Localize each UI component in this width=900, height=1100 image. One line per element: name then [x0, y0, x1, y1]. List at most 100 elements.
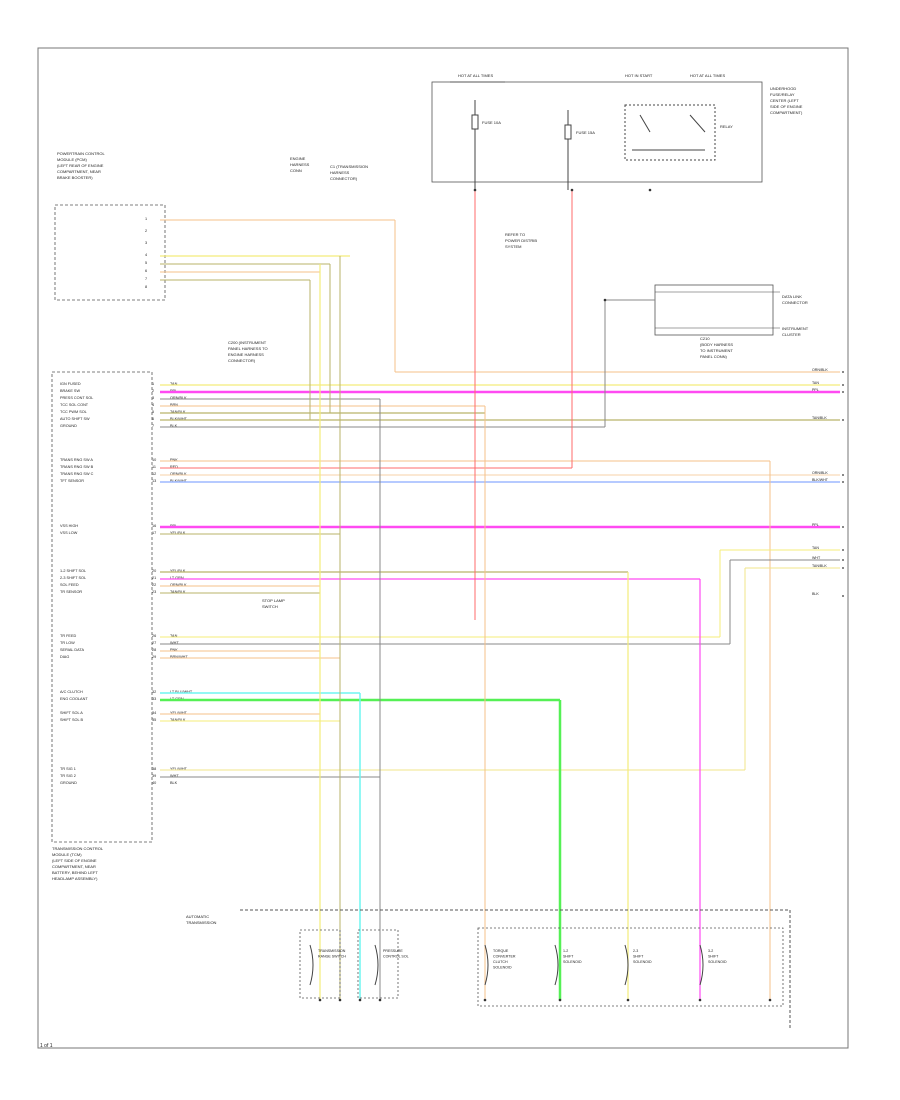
splice-dot	[378, 998, 382, 1002]
tcm-pin-color: ORN/BLK	[170, 583, 187, 587]
conn-0-line-2: CONN	[290, 168, 302, 173]
right-wire-tags: ORN/BLKTANPPLTAN/BLKORN/BLKBLK/WHTPPLTAN…	[812, 368, 844, 597]
tcm-pin-name: DIAG	[60, 655, 69, 659]
trans-title-1: TRANSMISSION	[186, 920, 217, 925]
tcm-title-2: (LEFT SIDE OF ENGINE	[52, 858, 97, 863]
wire-tag-dot	[842, 384, 844, 386]
conn-3-line-3: PANEL CONN)	[700, 354, 728, 359]
component-label: TRANSMISSION	[318, 949, 346, 953]
conn-4-line-0: REFER TO	[505, 232, 525, 237]
tcm-pin-color: TAN/BLK	[170, 590, 186, 594]
wire-tag: TAN	[812, 546, 819, 550]
wire-tag-dot	[842, 526, 844, 528]
component-label: RANGE SWITCH	[318, 955, 346, 959]
conn-5-line-0: DATA LINK	[782, 294, 802, 299]
tcm-title-3: COMPARTMENT, NEAR	[52, 864, 96, 869]
tcm-pin-name: TR FEED	[60, 634, 77, 638]
pcm-title-1: MODULE (PCM)	[57, 157, 87, 162]
tcm-pin-name: TRANS RNG SW B	[60, 465, 94, 469]
tcm-pin-name: TR SIG 2	[60, 774, 76, 778]
tcm-pin-name: 1-2 SHIFT SOL	[60, 569, 86, 573]
conn-5-line-1: CONNECTOR	[782, 300, 808, 305]
tcm-pin-num: 12	[152, 472, 156, 476]
tcm-pin-name: TFT SENSOR	[60, 479, 84, 483]
tcm-pin-color: TAN	[170, 634, 178, 638]
wire-tag-dot	[842, 474, 844, 476]
splice-dot	[648, 188, 652, 192]
conn-3-line-0: C210	[700, 336, 710, 341]
tcm-pin-num: 26	[152, 634, 156, 638]
wire-tag: WHT	[812, 556, 821, 560]
splice-dot	[768, 998, 772, 1002]
wire-tag: ORN/BLK	[812, 471, 828, 475]
tcm-pin-color: BLK/WHT	[170, 479, 188, 483]
tcm-pin-color: YEL/WHT	[170, 767, 188, 771]
conn-2-line-3: CONNECTOR)	[228, 358, 256, 363]
tcm-pin-color: YEL/BLK	[170, 531, 186, 535]
wire-tag-dot	[842, 595, 844, 597]
solenoid-coil-icon	[309, 944, 314, 986]
fuse-label-0: HOT AT ALL TIMES	[458, 73, 493, 78]
wire-tag-dot	[842, 391, 844, 393]
tcm-pin-name: A/C CLUTCH	[60, 690, 83, 694]
tcm-pin-num: 17	[152, 531, 156, 535]
tcm-pin-name: 2-3 SHIFT SOL	[60, 576, 86, 580]
conn-6-line-0: INSTRUMENT	[782, 326, 809, 331]
solenoid-coil-icon	[699, 944, 704, 986]
pcm-title-4: BRAKE BOOSTER)	[57, 175, 93, 180]
component-label: SOLENOID	[563, 960, 582, 964]
tcm-pin-num: 34	[152, 711, 156, 715]
splice-dot	[570, 188, 574, 192]
tcm-pin-num: 2	[152, 389, 154, 393]
wire-tag-dot	[842, 481, 844, 483]
splice-dot	[698, 998, 702, 1002]
component-label: PRESSURE	[383, 949, 403, 953]
tcm-pin-num: 21	[152, 576, 156, 580]
splice-dot	[358, 998, 362, 1002]
tcm-pin-num: 7	[152, 424, 154, 428]
tcm-pin-name: PRESS CONT SOL	[60, 396, 93, 400]
page-frame	[37, 47, 849, 1049]
relay-text: RELAY	[720, 124, 733, 129]
tcm-pin-name: SHIFT SOL B	[60, 718, 83, 722]
tcm-pin-name: TR LOW	[60, 641, 75, 645]
tcm-module: TRANSMISSION CONTROL MODULE (TCM) (LEFT …	[51, 371, 153, 881]
component-label: SOLENOID	[708, 960, 727, 964]
tcm-pin-num: 33	[152, 697, 156, 701]
component-label: SHIFT	[633, 955, 644, 959]
tcm-pin-num: 32	[152, 690, 156, 694]
tcm-pin-color: BRN	[170, 403, 178, 407]
pcm-title-2: (LEFT REAR OF ENGINE	[57, 163, 104, 168]
solenoid-coil-icon	[624, 944, 629, 986]
pcm-pin-num: 1	[145, 217, 147, 221]
conn-1-line-0: C1 (TRANSMISSION	[330, 164, 368, 169]
tcm-pin-num: 20	[152, 569, 156, 573]
tcm-pin-name: BRAKE SW	[60, 389, 80, 393]
solenoid-coil-icon	[374, 944, 379, 986]
tcm-pin-color: LT GRN	[170, 576, 184, 580]
tcm-pin-name: TR SIG 1	[60, 767, 76, 771]
tcm-pin-num: 38	[152, 767, 156, 771]
tcm-pin-num: 28	[152, 648, 156, 652]
tcm-pin-num: 16	[152, 524, 156, 528]
component-label: CONVERTER	[493, 955, 516, 959]
solenoid-coil-icon	[554, 944, 559, 986]
component-label: 1-2	[563, 949, 568, 953]
tcm-pin-color: BLK	[170, 781, 178, 785]
tcm-title-5: HEADLAMP ASSEMBLY)	[52, 876, 98, 881]
splice-dot	[603, 298, 607, 302]
conn-3-line-1: (BODY HARNESS	[700, 342, 733, 347]
wire-tag-dot	[842, 419, 844, 421]
tcm-pin-color: TAN/BLK	[170, 718, 186, 722]
wire-tag: BLK/WHT	[812, 478, 829, 482]
pcm-title-3: COMPARTMENT, NEAR	[57, 169, 101, 174]
tcm-pin-num: 29	[152, 655, 156, 659]
pcm-pin-num: 5	[145, 261, 147, 265]
conn-7-line-1: SWITCH	[262, 604, 278, 609]
tcm-pin-color: BLK	[170, 424, 178, 428]
pcm-pin-num: 8	[145, 285, 147, 289]
fuse-title-2: CENTER (LEFT	[770, 98, 799, 103]
tcm-pin-num: 3	[152, 396, 154, 400]
pcm-pin-num: 6	[145, 269, 147, 273]
